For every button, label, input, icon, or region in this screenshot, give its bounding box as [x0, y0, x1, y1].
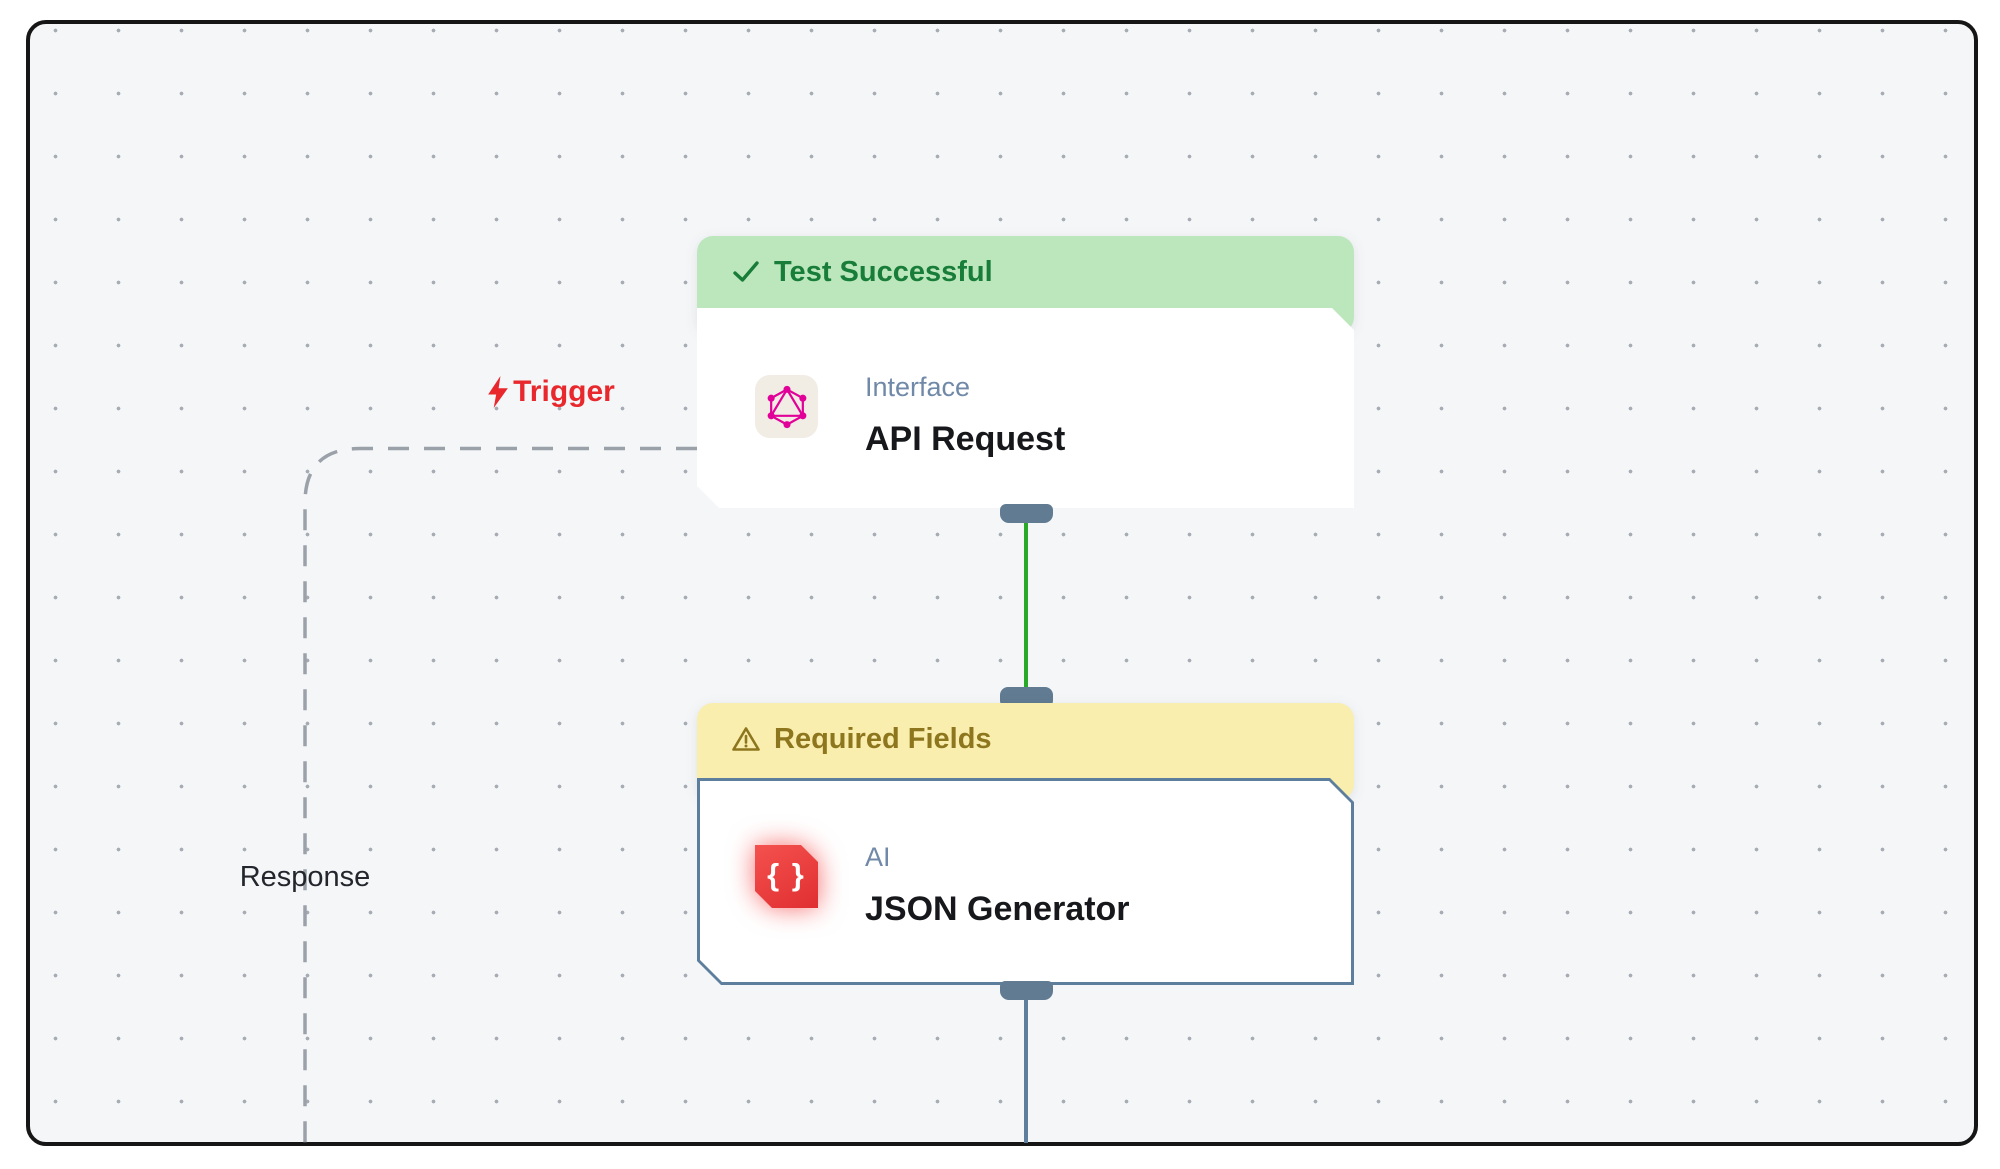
trigger-label-text: Trigger: [513, 375, 615, 408]
graphql-icon: [755, 375, 818, 438]
status-label: Required Fields: [774, 723, 992, 755]
node-category: AI: [865, 842, 891, 872]
node-api-request[interactable]: Test Successful: [697, 236, 1354, 536]
trigger-label: Trigger: [430, 371, 670, 413]
lightning-bolt-icon: [488, 376, 508, 408]
node-card[interactable]: { } AI JSON Generator: [697, 778, 1354, 985]
node-json-generator[interactable]: Required Fields { } AI JSON Generator: [697, 687, 1354, 1002]
output-port[interactable]: [1000, 504, 1053, 523]
json-braces-icon: { }: [755, 845, 818, 908]
response-label: Response: [239, 861, 371, 893]
node-title: API Request: [865, 420, 1066, 458]
node-card[interactable]: Interface API Request: [697, 308, 1354, 508]
status-label: Test Successful: [774, 256, 993, 288]
check-icon: [733, 261, 759, 282]
json-braces-glyph: { }: [767, 857, 806, 892]
input-port[interactable]: [1000, 687, 1053, 706]
node-title: JSON Generator: [865, 890, 1130, 928]
output-port[interactable]: [1000, 981, 1053, 1000]
warning-icon: [732, 727, 760, 751]
node-category: Interface: [865, 372, 971, 402]
